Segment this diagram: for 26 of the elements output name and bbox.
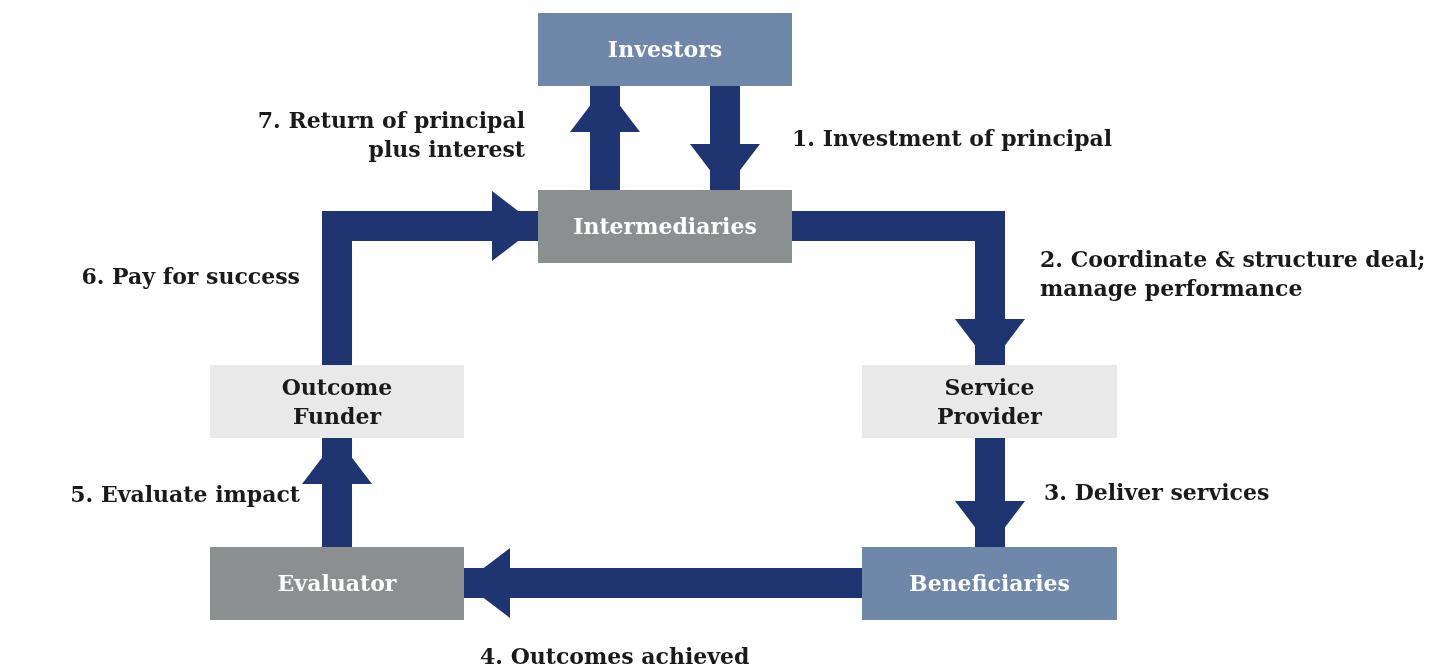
process-box	[210, 547, 464, 620]
process-box	[538, 190, 792, 263]
process-box	[862, 365, 1117, 438]
block-arrow	[570, 86, 640, 190]
block-arrow	[302, 438, 372, 547]
box-label: Service Provider	[936, 372, 1043, 431]
edge-label: 1. Investment of principal	[792, 124, 1114, 153]
edge-label: 5. Evaluate impact	[69, 480, 300, 509]
process-box	[862, 547, 1117, 620]
box-label: Outcome Funder	[280, 372, 394, 431]
edge-label: 4. Outcomes achieved	[480, 642, 751, 671]
box-label: Investors	[607, 35, 723, 64]
edge-label: 7. Return of principal plus interest	[256, 106, 525, 164]
edge-label: 3. Deliver services	[1044, 478, 1271, 507]
block-arrow	[322, 191, 538, 365]
box-label: Beneficiaries	[909, 569, 1070, 598]
block-arrow	[955, 438, 1025, 547]
box-label: Intermediaries	[573, 212, 757, 241]
process-box	[210, 365, 464, 438]
block-arrow	[792, 211, 1025, 365]
block-arrow	[464, 548, 862, 618]
edge-label: 2. Coordinate & structure deal; manage performance	[1040, 245, 1427, 303]
process-box	[538, 13, 792, 86]
edge-label: 6. Pay for success	[80, 262, 300, 291]
block-arrow	[690, 86, 760, 190]
box-label: Evaluator	[277, 569, 397, 598]
